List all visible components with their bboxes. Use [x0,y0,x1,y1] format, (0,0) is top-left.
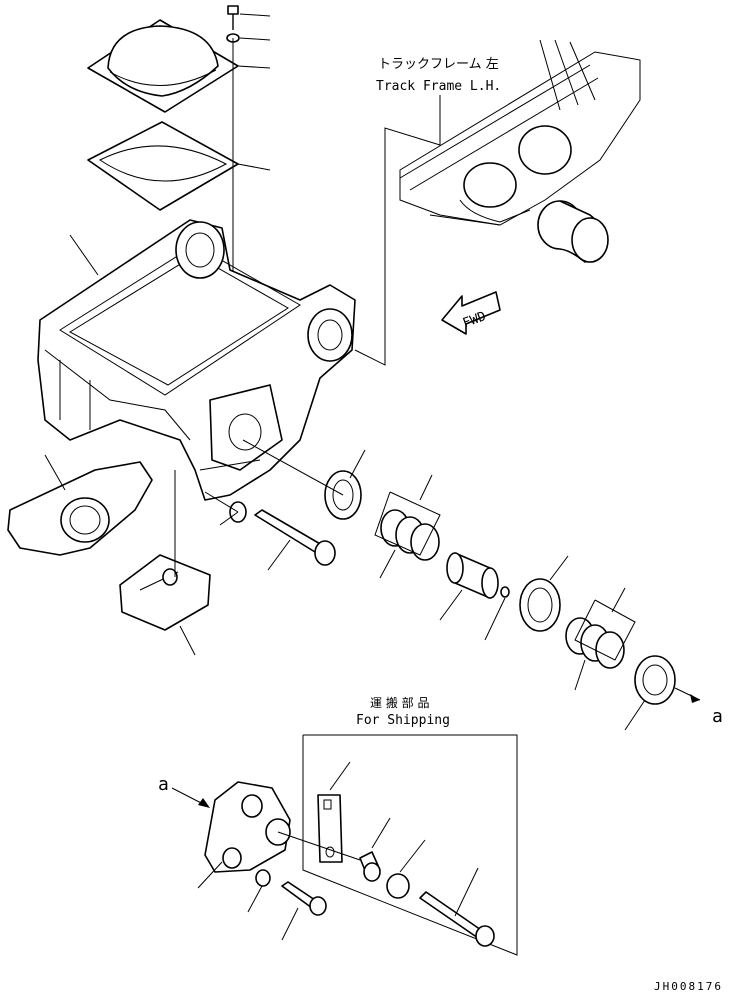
cover-bolt [227,5,239,30]
cover-gasket [87,121,239,211]
seal-set-1 [380,509,440,561]
track-frame-jp-label: トラックフレーム 左 [378,57,499,72]
center-pin [446,552,499,599]
bushing-ring-2 [519,578,561,632]
shipping-bolt-short [281,881,327,916]
shipping-strap [317,794,343,863]
drawing-code: JH008176 [654,980,723,993]
frame-bushing-pin [537,200,609,263]
equalizer-frame [37,219,356,501]
shipping-bolt-long [419,891,495,947]
joint-pin [254,509,336,566]
end-collar [634,655,676,705]
fwd-arrow: FWD [441,291,501,335]
arrow-to-a-right [690,694,700,703]
shipping-bracket [302,734,518,956]
arrow-from-a-left [198,798,210,808]
track-frame [399,39,641,226]
shipping-washer-large [386,873,410,899]
seal-set-2 [565,617,625,669]
connector-a-left: a [158,774,169,795]
cover-dome [87,19,239,113]
guard-block [119,470,211,631]
link-plate [7,461,153,556]
track-frame-en-label: Track Frame L.H. [376,79,501,94]
connector-a-right: a [712,706,723,727]
grease-fitting [500,586,510,598]
shipping-washer-small [255,869,271,887]
shipping-en-label: For Shipping [356,713,450,728]
shipping-jp-label: 運 搬 部 品 [370,695,429,710]
shipping-spacer [359,851,381,882]
shipping-plate [204,781,291,873]
